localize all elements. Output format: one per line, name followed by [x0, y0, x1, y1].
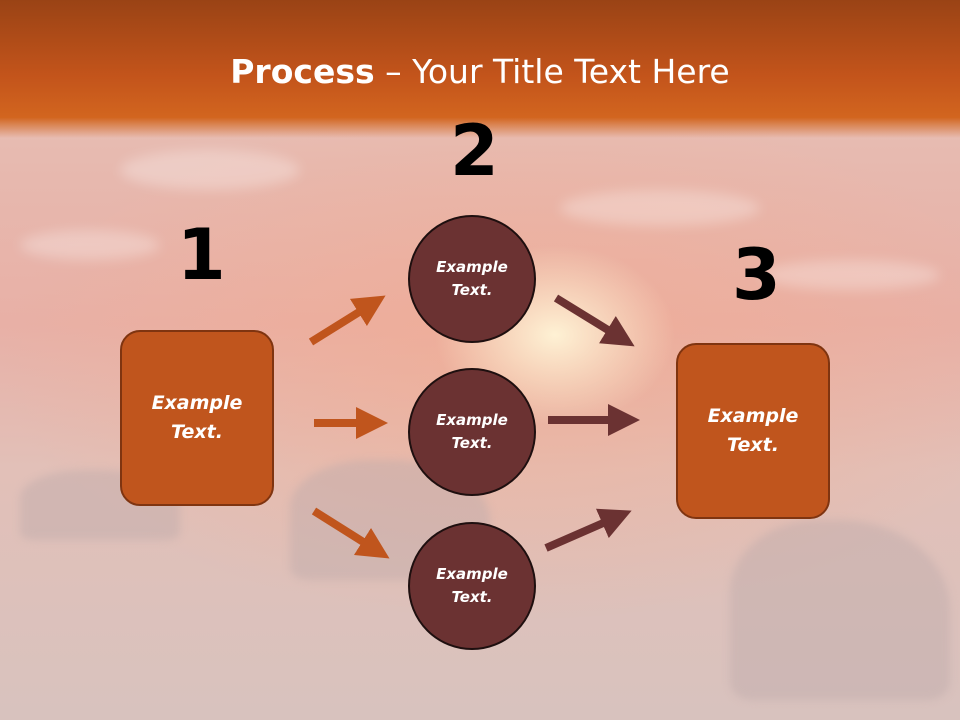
arrow-1-to-bottom: [311, 507, 390, 559]
title-bold: Process: [230, 52, 375, 91]
header-band: [0, 0, 960, 138]
cloud-decoration: [560, 190, 760, 226]
step-number-1: 1: [177, 214, 226, 296]
step-2-circle-middle: Example Text.: [408, 368, 536, 496]
slide-title: Process – Your Title Text Here: [0, 52, 960, 91]
arrow-top-to-3: [553, 294, 635, 347]
step-number-2: 2: [450, 110, 499, 192]
step-1-box: Example Text.: [120, 330, 274, 506]
title-rest: – Your Title Text Here: [374, 52, 730, 91]
step-2-circle-bottom: Example Text.: [408, 522, 536, 650]
rock-decoration: [730, 520, 950, 700]
cloud-decoration: [120, 150, 300, 190]
step-number-3: 3: [732, 234, 781, 316]
step-3-box: Example Text.: [676, 343, 830, 519]
arrow-bottom-to-3: [544, 508, 632, 552]
step-3-text: Example Text.: [707, 405, 799, 456]
step-2-circle-middle-text: Example Text.: [436, 411, 508, 452]
cloud-decoration: [760, 260, 940, 290]
step-2-circle-bottom-text: Example Text.: [436, 565, 508, 606]
step-2-circle-top: Example Text.: [408, 215, 536, 343]
cloud-decoration: [20, 230, 160, 260]
arrow-1-to-top: [308, 295, 386, 346]
step-1-text: Example Text.: [151, 392, 243, 443]
step-2-circle-top-text: Example Text.: [436, 258, 508, 299]
